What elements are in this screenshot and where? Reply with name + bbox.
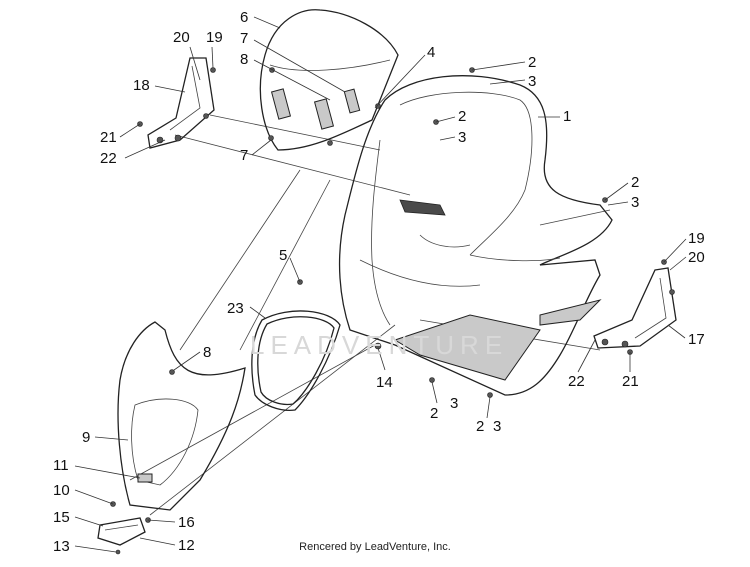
callout-22-left: 22 [100,150,117,167]
callout-17: 17 [688,331,705,348]
callout-2-bottom-left: 2 [430,405,438,422]
callout-10: 10 [53,482,70,499]
callout-19-left: 19 [206,29,223,46]
callout-5: 5 [279,247,287,264]
callout-22-right: 22 [568,373,585,390]
callout-12: 12 [178,537,195,554]
callout-11: 11 [53,457,69,474]
callout-3-top: 3 [528,73,536,90]
callout-8-nose: 8 [203,344,211,361]
callout-1: 1 [563,108,571,125]
render-credit: Rencered by LeadVenture, Inc. [299,541,451,553]
gasket-seal [251,310,341,411]
callout-14: 14 [376,374,393,391]
callout-20-right: 20 [688,249,705,266]
left-mirror-bracket [137,57,216,149]
callout-4: 4 [427,44,435,61]
windscreen [259,9,399,151]
callout-6: 6 [240,9,248,26]
callout-19-right: 19 [688,230,705,247]
watermark: LEADVENTURE [250,330,509,360]
front-shield-body [297,67,613,398]
callout-7-top: 7 [240,30,248,47]
alignment-lines [129,114,611,516]
callout-2-top: 2 [528,54,536,71]
leader-lines [74,16,687,553]
callout-labels: 1 2 3 2 3 2 3 4 5 6 7 8 7 8 9 10 11 12 1… [53,9,705,555]
callout-20-left: 20 [173,29,190,46]
callout-3-bottom-left: 3 [450,395,458,412]
callout-2-inner: 2 [458,108,466,125]
callout-2-right: 2 [631,174,639,191]
callout-15: 15 [53,509,70,526]
front-nose-cover [117,321,246,511]
callout-23: 23 [227,300,244,317]
callout-13: 13 [53,538,70,555]
callout-18: 18 [133,77,150,94]
callout-21-left: 21 [100,129,117,146]
callout-3-bottom-right: 3 [493,418,501,435]
callout-7-lower: 7 [240,147,248,164]
callout-3-inner: 3 [458,129,466,146]
callout-2-bottom-right: 2 [476,418,484,435]
callout-21-right: 21 [622,373,639,390]
callout-16: 16 [178,514,195,531]
right-mirror-bracket [593,259,677,355]
callout-3-right: 3 [631,194,639,211]
callout-9: 9 [82,429,90,446]
callout-8-top: 8 [240,51,248,68]
